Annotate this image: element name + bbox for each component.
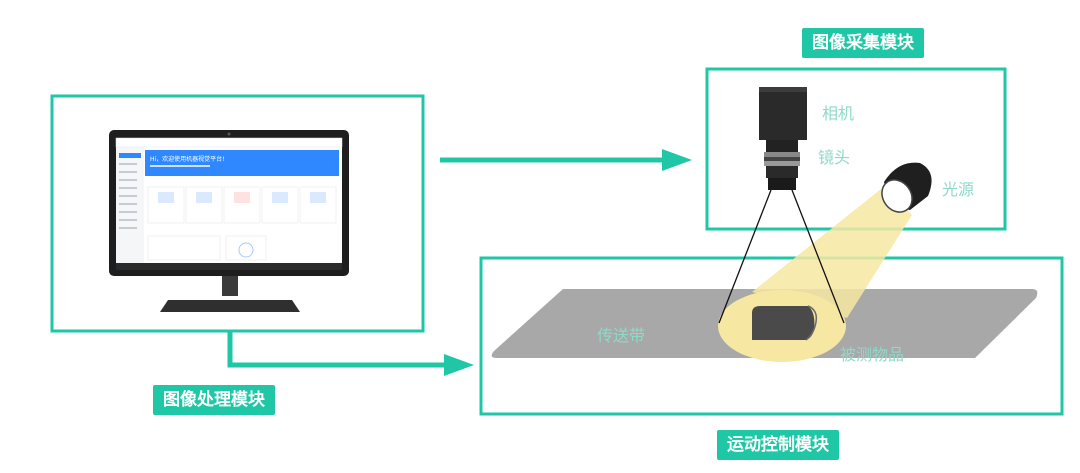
lens-icon bbox=[764, 140, 800, 190]
image-acquisition-tag: 图像采集模块 bbox=[802, 28, 924, 58]
conveyor-belt-label: 传送带 bbox=[597, 326, 646, 345]
camera-label: 相机 bbox=[822, 104, 855, 123]
image-acquisition-frame bbox=[705, 67, 1007, 231]
object-label: 被测物品 bbox=[840, 345, 905, 364]
object-icon bbox=[752, 306, 815, 340]
light-source-icon bbox=[881, 162, 932, 213]
motion-control-frame bbox=[479, 256, 1064, 416]
monitor-icon bbox=[109, 130, 349, 312]
motion-control-tag: 运动控制模块 bbox=[717, 430, 839, 460]
light-beam bbox=[752, 185, 912, 318]
monitor-app-title: Hi，欢迎使用机器视觉平台! bbox=[150, 155, 225, 163]
light-source-label: 光源 bbox=[942, 180, 975, 199]
image-processing-tag: 图像处理模块 bbox=[153, 385, 275, 415]
lens-label: 镜头 bbox=[818, 148, 851, 167]
image-processing-frame bbox=[50, 94, 425, 333]
arrow-down-right-icon bbox=[227, 331, 474, 376]
camera-icon bbox=[759, 87, 807, 140]
arrow-right-icon bbox=[440, 149, 692, 171]
